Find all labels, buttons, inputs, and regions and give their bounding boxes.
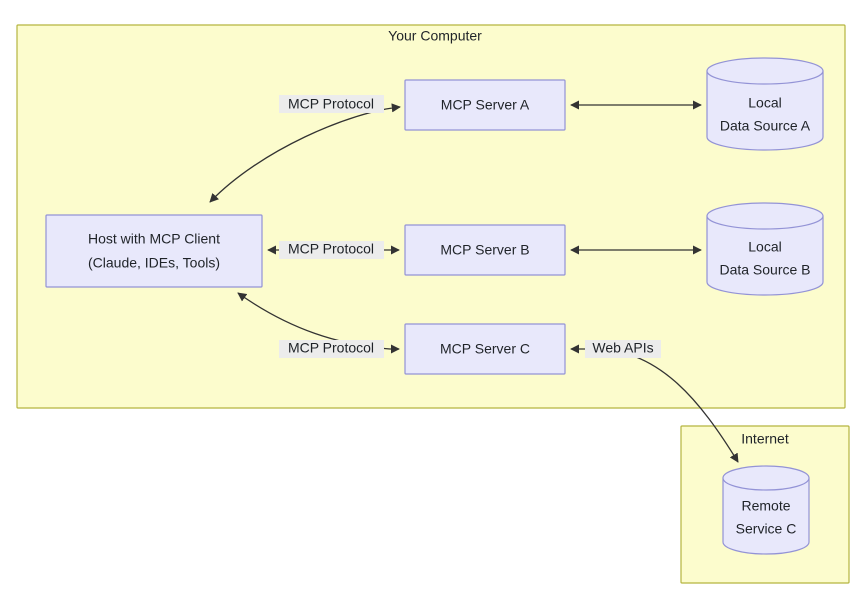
node-remote-service-c-label-line2: Service C bbox=[736, 521, 797, 537]
node-local-data-source-a-top bbox=[706, 57, 824, 85]
node-mcp-server-b-rect[interactable] bbox=[404, 224, 566, 276]
internet-title: Internet bbox=[741, 431, 789, 447]
node-mcp-server-a[interactable]: MCP Server A bbox=[404, 79, 566, 131]
node-local-data-source-a[interactable]: Local Data Source A bbox=[706, 57, 824, 151]
node-remote-service-c-top bbox=[722, 465, 810, 491]
edge-label-server-c-remote-c-text: Web APIs bbox=[592, 340, 653, 356]
node-host-label-line1: Host with MCP Client bbox=[88, 231, 220, 247]
node-host-rect[interactable] bbox=[45, 214, 263, 288]
node-local-data-source-a-label-line1: Local bbox=[748, 95, 781, 111]
node-local-data-source-b-top bbox=[706, 202, 824, 230]
node-remote-service-c-label-line1: Remote bbox=[741, 498, 790, 514]
edge-label-host-server-c-text: MCP Protocol bbox=[288, 340, 374, 356]
edge-label-host-server-a-text: MCP Protocol bbox=[288, 96, 374, 112]
node-local-data-source-a-body[interactable] bbox=[706, 70, 824, 151]
node-remote-service-c-body[interactable] bbox=[722, 477, 810, 555]
edge-label-host-server-a: MCP Protocol bbox=[279, 95, 384, 113]
edge-label-host-server-b-bg bbox=[279, 241, 384, 259]
edge-label-host-server-b-text: MCP Protocol bbox=[288, 241, 374, 257]
node-mcp-server-b[interactable]: MCP Server B bbox=[404, 224, 566, 276]
node-local-data-source-a-label-line2: Data Source A bbox=[720, 118, 811, 134]
node-remote-service-c[interactable]: Remote Service C bbox=[722, 465, 810, 555]
edge-label-host-server-c-bg bbox=[279, 340, 384, 358]
node-mcp-server-c[interactable]: MCP Server C bbox=[404, 323, 566, 375]
edge-label-host-server-c: MCP Protocol bbox=[279, 340, 384, 358]
node-mcp-server-a-label: MCP Server A bbox=[441, 97, 530, 113]
node-local-data-source-b-label-line1: Local bbox=[748, 239, 781, 255]
node-mcp-server-a-rect[interactable] bbox=[404, 79, 566, 131]
edge-label-host-server-a-bg bbox=[279, 95, 384, 113]
your-computer-title: Your Computer bbox=[388, 28, 482, 44]
node-host-label-line2: (Claude, IDEs, Tools) bbox=[88, 255, 220, 271]
node-local-data-source-b[interactable]: Local Data Source B bbox=[706, 202, 824, 296]
node-local-data-source-b-label-line2: Data Source B bbox=[719, 262, 810, 278]
edge-label-server-c-remote-c: Web APIs bbox=[585, 340, 661, 358]
edge-label-server-c-remote-c-bg bbox=[585, 340, 661, 358]
edge-label-host-server-b: MCP Protocol bbox=[279, 241, 384, 259]
node-host-with-mcp-client[interactable]: Host with MCP Client (Claude, IDEs, Tool… bbox=[45, 214, 263, 288]
node-local-data-source-b-body[interactable] bbox=[706, 215, 824, 296]
node-mcp-server-c-rect[interactable] bbox=[404, 323, 566, 375]
node-mcp-server-b-label: MCP Server B bbox=[440, 242, 529, 258]
node-mcp-server-c-label: MCP Server C bbox=[440, 341, 530, 357]
